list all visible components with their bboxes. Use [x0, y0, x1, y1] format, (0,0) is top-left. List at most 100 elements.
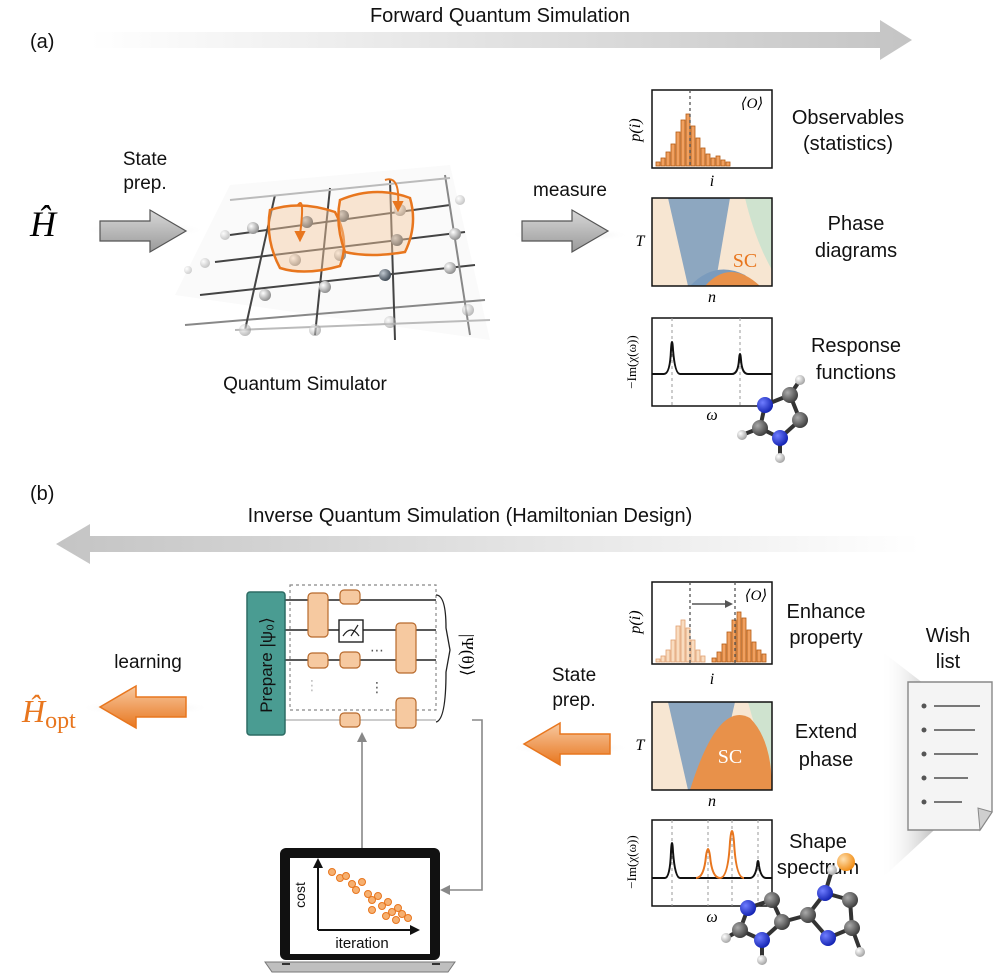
histogram-bar [716, 651, 722, 663]
observables-title-1: Observables [792, 107, 904, 129]
feedback-loop [357, 719, 483, 895]
psi-theta-label: |Ψ(θ)⟩ [458, 634, 477, 676]
quantum-simulator-lattice [175, 165, 491, 341]
cost-dot [364, 890, 372, 898]
response-xlabel-b: ω [706, 909, 717, 926]
histogram-bar [715, 155, 721, 167]
enhance-plot [651, 581, 773, 665]
panel-b-label: (b) [30, 483, 54, 505]
state-prep-b-line2: prep. [552, 690, 595, 711]
phase-region-b: SC [718, 746, 742, 768]
histogram-bar [660, 655, 666, 663]
histogram-bar [710, 157, 716, 167]
molecule-biimidazole [721, 853, 865, 965]
learning-arrow [98, 684, 187, 730]
histogram-bar [751, 641, 757, 663]
histogram-bar [680, 119, 686, 167]
forward-title: Forward Quantum Simulation [370, 5, 630, 27]
prepare-label: Prepare |ψ₀⟩ [257, 617, 276, 712]
cost-dot [374, 892, 382, 900]
wish-list-paper [907, 681, 993, 832]
response-title-a-2: functions [816, 362, 896, 384]
extend-title-2: phase [799, 749, 854, 771]
cost-dot [358, 878, 366, 886]
histogram-bar [700, 655, 706, 663]
state-prep-a-line1: State [123, 149, 167, 170]
enhance-title-2: property [789, 627, 862, 649]
phase-xlabel-b: n [708, 793, 716, 810]
response-title-a-1: Response [811, 335, 901, 357]
observables-plot [651, 89, 773, 169]
cost-dot [328, 868, 336, 876]
histogram-bar [665, 151, 671, 167]
phase-title-a-1: Phase [828, 213, 885, 235]
histogram-bar [670, 639, 676, 663]
state-prep-a-line2: prep. [123, 173, 166, 194]
svg-text:⋮: ⋮ [305, 677, 319, 693]
observables-ylabel: p(i) [627, 118, 644, 142]
svg-text:⋮: ⋮ [370, 679, 384, 695]
response-ylabel-b: −Im(χ(ω)) [624, 835, 639, 888]
laptop [264, 848, 456, 973]
histogram-bar [761, 653, 767, 663]
phase-diagram-b [651, 701, 773, 791]
state-prep-arrow-b [522, 721, 611, 767]
histogram-bar [680, 619, 686, 663]
histogram-bar [670, 143, 676, 167]
cost-dot [348, 880, 356, 888]
state-prep-b-line1: State [552, 665, 596, 686]
shape-title-1: Shape [789, 831, 847, 853]
histogram-bar [675, 131, 681, 167]
histogram-bar [695, 649, 701, 663]
cost-dot [352, 886, 360, 894]
histogram-bar [660, 157, 666, 167]
variational-circuit: ⋯ ⋮ ⋮ [246, 584, 451, 736]
cost-dot [384, 898, 392, 906]
histogram-bar [700, 147, 706, 167]
cost-dot [394, 904, 402, 912]
observables-histogram [655, 113, 731, 167]
cost-dot [378, 902, 386, 910]
phase-ylabel-b: T [636, 737, 646, 754]
histogram-bar [690, 639, 696, 663]
wish-list-line2: list [936, 651, 961, 673]
histogram-bar [675, 625, 681, 663]
cost-dot [342, 872, 350, 880]
histogram-bar [741, 617, 747, 663]
hamiltonian-symbol: Ĥ [29, 204, 58, 244]
histogram-bar [726, 631, 732, 663]
enhance-expectation: ⟨O⟩ [745, 588, 768, 604]
histogram-bar [705, 153, 711, 167]
observables-expectation: ⟨O⟩ [741, 96, 764, 112]
enhance-ylabel: p(i) [627, 610, 644, 634]
histogram-bar [695, 137, 701, 167]
histogram-bar [711, 657, 717, 663]
measure-arrow [521, 208, 610, 254]
response-plot-b [651, 819, 773, 907]
histogram-bar [655, 161, 661, 167]
histogram-bar [665, 649, 671, 663]
panel-a-label: (a) [30, 31, 54, 53]
observables-title-2: (statistics) [803, 133, 893, 155]
histogram-bar [655, 658, 661, 663]
state-prep-arrow-a [99, 208, 188, 254]
response-plot-a [651, 317, 773, 407]
laptop-ylabel: cost [292, 882, 308, 908]
cost-dot [404, 914, 412, 922]
measure-label: measure [533, 180, 607, 201]
histogram-bar [736, 611, 742, 663]
orange-plaquettes [267, 190, 415, 273]
cost-dot [388, 908, 396, 916]
histogram-bar [725, 161, 731, 167]
extend-title-1: Extend [795, 721, 857, 743]
enhance-xlabel: i [710, 671, 714, 688]
cost-dots [328, 868, 412, 924]
cost-dot [392, 916, 400, 924]
phase-diagram-a [651, 197, 773, 287]
observables-xlabel: i [710, 173, 714, 190]
histogram-bar [731, 619, 737, 663]
cost-dot [382, 912, 390, 920]
learning-label: learning [114, 652, 182, 673]
histogram-bar [690, 125, 696, 167]
histogram-bar [756, 649, 762, 663]
